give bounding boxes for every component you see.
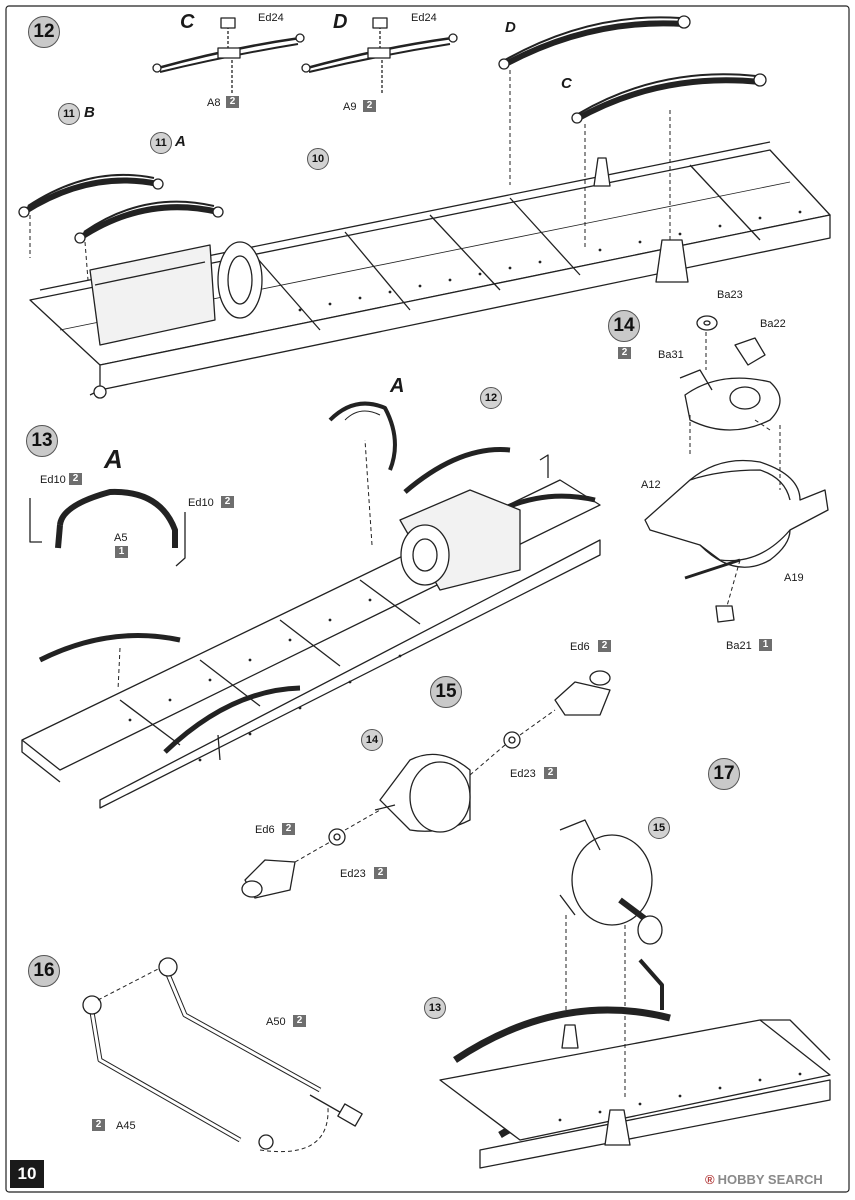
step14-qty-badge: 2 — [618, 347, 631, 359]
part-qty-a8: 2 — [226, 96, 239, 108]
part-label-ed24-d: Ed24 — [411, 12, 437, 24]
part-qty-ed10-right: 2 — [221, 496, 234, 508]
step-number-14: 14 — [608, 310, 640, 342]
part-qty-ed23-top: 2 — [544, 767, 557, 779]
step-number-17: 17 — [708, 758, 740, 790]
part-qty-ed6-bottom: 2 — [282, 823, 295, 835]
part-label-a9: A9 — [343, 101, 357, 113]
step12-letter-c-small: C — [180, 11, 195, 33]
step-number-13: 13 — [26, 425, 58, 457]
step16-drawing — [82, 957, 363, 1153]
callout-12: 12 — [480, 387, 502, 409]
step12-letter-a: A — [175, 133, 186, 150]
part-label-ed23-bottom: Ed23 — [340, 868, 366, 880]
part-label-a19: A19 — [784, 572, 804, 584]
part-qty-ed23-bottom: 2 — [374, 867, 387, 879]
watermark-text: HOBBY SEARCH — [717, 1172, 823, 1187]
callout-11-a: 11 — [150, 132, 172, 154]
part-qty-a45: 2 — [92, 1119, 105, 1131]
callout-15: 15 — [648, 817, 670, 839]
callout-10: 10 — [307, 148, 329, 170]
part-label-ba22: Ba22 — [760, 318, 786, 330]
part-label-ed10-left: Ed10 — [40, 474, 66, 486]
page-number: 10 — [10, 1160, 44, 1188]
part-label-a12: A12 — [641, 479, 661, 491]
step12-drawing — [18, 15, 831, 399]
part-label-ba23: Ba23 — [717, 289, 743, 301]
part-qty-a9: 2 — [363, 100, 376, 112]
part-label-ed23-top: Ed23 — [510, 768, 536, 780]
part-qty-a5: 1 — [115, 546, 128, 558]
callout-11-b: 11 — [58, 103, 80, 125]
step13-letter-a: A — [104, 444, 123, 474]
part-label-ed10-right: Ed10 — [188, 497, 214, 509]
step13-drawing — [21, 401, 601, 809]
part-label-a5: A5 — [114, 532, 128, 544]
part-label-ba21: Ba21 — [726, 640, 752, 652]
part-qty-ba21: 1 — [759, 639, 772, 651]
watermark: ®HOBBY SEARCH — [705, 1171, 850, 1189]
step14-drawing — [644, 315, 829, 623]
part-label-ed6-top: Ed6 — [570, 641, 590, 653]
callout-13: 13 — [424, 997, 446, 1019]
part-label-a45: A45 — [116, 1120, 136, 1132]
step-number-12: 12 — [28, 16, 60, 48]
step12-letter-b: B — [84, 104, 95, 121]
part-label-a50: A50 — [266, 1016, 286, 1028]
part-qty-ed10-left: 2 — [69, 473, 82, 485]
step12-letter-c-rear: C — [561, 75, 572, 92]
watermark-symbol: ® — [705, 1172, 715, 1187]
step12-letter-d-small: D — [333, 11, 348, 33]
step13-bracket-letter-a: A — [390, 375, 405, 397]
part-qty-a50: 2 — [293, 1015, 306, 1027]
part-label-ba31: Ba31 — [658, 349, 684, 361]
part-qty-ed6-top: 2 — [598, 640, 611, 652]
step12-letter-d-rear: D — [505, 19, 516, 36]
step-number-15: 15 — [430, 676, 462, 708]
step-number-16: 16 — [28, 955, 60, 987]
step15-drawing — [241, 670, 611, 899]
step17-drawing — [439, 819, 831, 1169]
part-label-ed24-c: Ed24 — [258, 12, 284, 24]
part-label-ed6-bottom: Ed6 — [255, 824, 275, 836]
callout-14: 14 — [361, 729, 383, 751]
part-label-a8: A8 — [207, 97, 221, 109]
